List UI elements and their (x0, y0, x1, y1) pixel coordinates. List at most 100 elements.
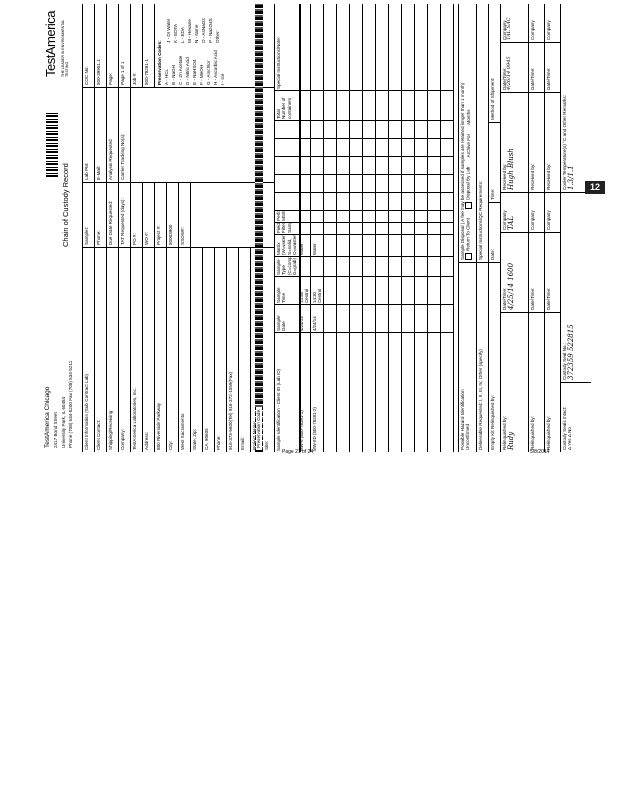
empty-cell (402, 234, 414, 256)
empty-cell (402, 4, 414, 90)
sample-matrix: Water (298, 234, 310, 256)
empty-cell (363, 90, 375, 120)
empty-cell (363, 138, 375, 156)
preservation-code: F - MeOH (199, 64, 204, 85)
empty-cell (324, 256, 336, 276)
empty-cell (402, 332, 414, 452)
empty-kit-label: Empty Kit Relinquished by: (489, 262, 500, 452)
empty-cell (363, 120, 375, 138)
empty-cell (428, 222, 440, 234)
deliverable-row: Deliverable Requested: I, II, III, IV, O… (477, 4, 489, 452)
empty-cell (415, 304, 427, 332)
empty-cell (363, 192, 375, 210)
preservation-code-label: Preservation Code: (256, 406, 262, 450)
client-field: 500-39951.1 (95, 4, 107, 87)
empty-cell (376, 210, 388, 222)
column-header (275, 120, 299, 138)
empty-cell (415, 120, 427, 138)
table-row (350, 4, 363, 452)
page-number: Page 21 of 24 (282, 449, 314, 455)
client-field: 880 Riverside Parkway (155, 248, 167, 452)
empty-cell (441, 174, 453, 192)
relinquished-signature: Rudy (507, 431, 516, 450)
client-field: State, Zip: (191, 248, 203, 452)
client-field: 500-78281-1 (143, 4, 155, 87)
table-row (389, 4, 402, 452)
column-header: Matrix (W=water, S=solid, O=waste/oil) (275, 234, 299, 256)
empty-cell (441, 4, 453, 90)
empty-cell (402, 138, 414, 156)
empty-cell (376, 138, 388, 156)
lab-address: 2417 Bond Street (53, 412, 59, 448)
empty-cell (415, 222, 427, 234)
preservation-code: O - AsNaO2 (200, 18, 206, 43)
sample-date: 4/24/14 (311, 304, 323, 332)
table-row (415, 4, 428, 452)
cooler-temp-value: 1.3/1.1 (567, 165, 576, 190)
empty-cell (350, 234, 362, 256)
empty-cell (415, 256, 427, 276)
empty-cell (311, 156, 323, 174)
client-field: WO #: (143, 183, 155, 247)
empty-cell (363, 276, 375, 304)
empty-cell (350, 192, 362, 210)
empty-cell (337, 222, 349, 234)
return-to-client-checkbox[interactable] (465, 253, 473, 260)
empty-cell (363, 256, 375, 276)
empty-cell (389, 332, 401, 452)
empty-cell (350, 304, 362, 332)
empty-cell (324, 4, 336, 90)
client-field: TestAmerica Laboratories, Inc. (131, 248, 143, 452)
empty-cell (337, 210, 349, 222)
empty-cell (389, 90, 401, 120)
empty-cell (324, 210, 336, 222)
lab-phone: Phone (708) 534-5200 Fax (708) 534-5211 (68, 360, 74, 448)
empty-cell (324, 156, 336, 174)
empty-cell (389, 120, 401, 138)
disposal-by-lab-checkbox[interactable] (465, 201, 473, 209)
company-label: Company (546, 20, 551, 40)
empty-cell (324, 174, 336, 192)
logo-tagline: THE LEADER IN ENVIRONMENTAL TESTING (61, 19, 70, 77)
empty-cell (415, 192, 427, 210)
empty-cell (441, 276, 453, 304)
client-field: CA, 95605 (203, 248, 215, 452)
relinquished-row-3: Relinquished by: Date/Time: Company Rece… (545, 4, 561, 452)
empty-cell (311, 174, 323, 192)
client-middle-column: Sampler:Phone:Due Date Requested:TAT Req… (83, 182, 275, 247)
empty-cell (363, 174, 375, 192)
empty-cell (441, 90, 453, 120)
empty-cell (376, 90, 388, 120)
empty-cell (402, 256, 414, 276)
empty-cell (298, 174, 310, 192)
empty-cell (415, 332, 427, 452)
preservation-code: J - DI Water (165, 18, 171, 43)
empty-cell (324, 120, 336, 138)
empty-cell (337, 332, 349, 452)
method-of-shipment: Method of Shipment: (490, 77, 495, 120)
custody-seals-yes-no: Δ Yes Δ No (567, 427, 573, 450)
column-header: Special Instructions/Note: (276, 36, 281, 89)
empty-cell (350, 276, 362, 304)
empty-cell (298, 210, 310, 222)
empty-cell (415, 90, 427, 120)
client-field: West Sacramento (179, 248, 191, 452)
preservation-code: N - None (193, 24, 199, 43)
column-header (275, 138, 299, 156)
empty-cell (350, 90, 362, 120)
client-field: Client Contact: (95, 248, 107, 452)
table-row (441, 4, 454, 452)
sample-id: MW-8D (500-78281-2) (311, 332, 323, 452)
empty-cell (428, 156, 440, 174)
empty-cell (337, 174, 349, 192)
empty-cell (324, 192, 336, 210)
empty-cell (311, 138, 323, 156)
empty-cell (363, 210, 375, 222)
client-field: Analysis Requested (107, 88, 119, 182)
empty-cell (402, 90, 414, 120)
table-row (324, 4, 337, 452)
lab-info: TestAmerica Chicago 2417 Bond Street Uni… (44, 361, 75, 448)
